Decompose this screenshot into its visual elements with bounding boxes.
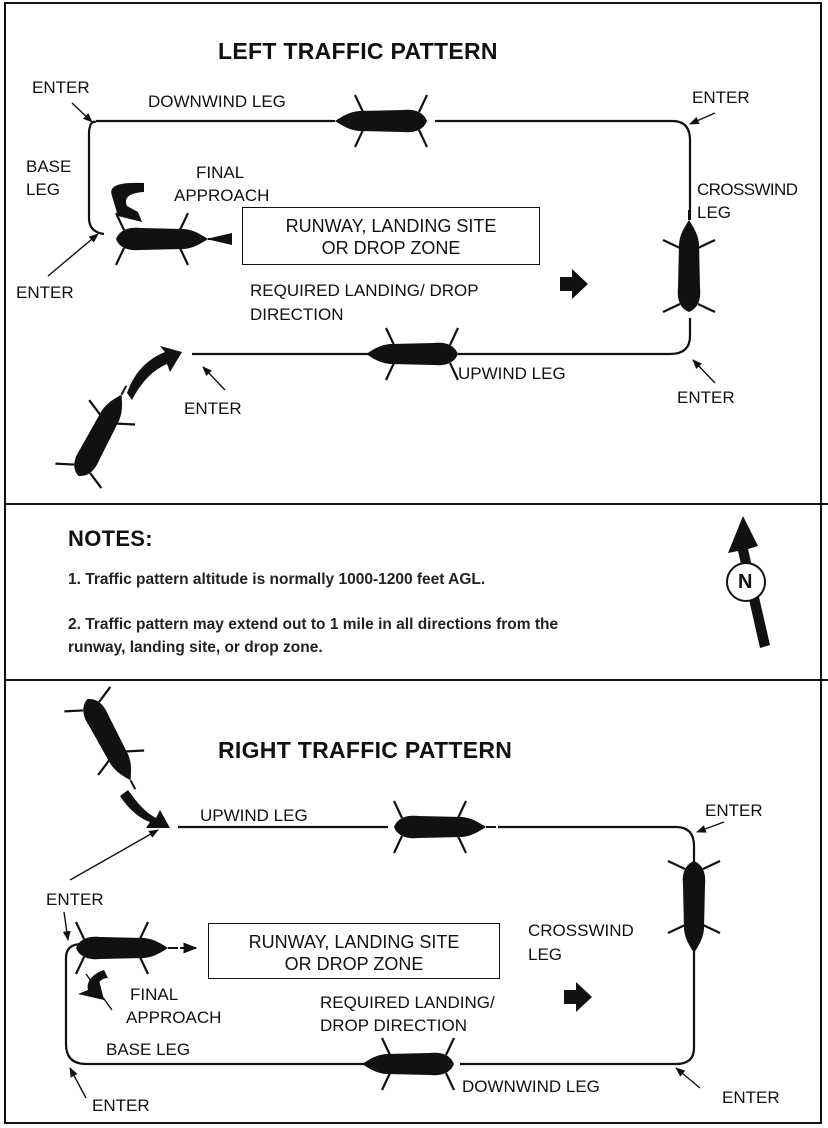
downwind-leg-label: DOWNWIND LEG (462, 1077, 600, 1096)
final-approach-arrow (111, 182, 144, 222)
final-approach-arrow-right (78, 970, 108, 1000)
plane-final (114, 211, 220, 267)
enter-label: ENTER (677, 388, 735, 407)
base-leg-label: BASE (26, 157, 72, 176)
note-2: 2. Traffic pattern may extend out to 1 m… (68, 616, 559, 633)
landing-direction-arrow-left (560, 269, 588, 299)
enter-label: ENTER (184, 399, 242, 418)
plane-crosswind-right (666, 859, 722, 965)
enter-label: ENTER (705, 801, 763, 820)
right-pattern-title: RIGHT TRAFFIC PATTERN (218, 737, 513, 763)
crosswind-leg-label: CROSSWIND (528, 921, 634, 940)
runway-box: RUNWAY, LANDING SITE OR DROP ZONE (242, 207, 540, 265)
enter-label: ENTER (16, 283, 74, 302)
plane-crosswind (661, 208, 717, 314)
diagram-frame (4, 2, 822, 1124)
enter-label: ENTER (46, 890, 104, 909)
crosswind-leg-label: LEG (697, 203, 732, 222)
plane-upwind-right (392, 799, 498, 855)
runway-label: RUNWAY, LANDING SITE (285, 216, 497, 236)
landing-direction-label: DIRECTION (250, 305, 344, 324)
note-2-continued: runway, landing site, or drop zone. (68, 639, 323, 656)
base-leg-label: LEG (26, 180, 61, 199)
runway-box: RUNWAY, LANDING SITE OR DROP ZONE (208, 923, 500, 979)
plane-final-right (74, 920, 180, 976)
landing-direction-arrow-right (564, 982, 592, 1012)
final-approach-label: APPROACH (126, 1008, 222, 1027)
note-1: 1. Traffic pattern altitude is normally … (68, 571, 486, 588)
final-approach-label: FINAL (196, 163, 245, 182)
crosswind-leg-label: CROSSWIND (697, 180, 798, 199)
runway-label: RUNWAY, LANDING SITE (248, 932, 460, 952)
plane-downwind-right (350, 1036, 456, 1092)
landing-direction-label: REQUIRED LANDING/ (320, 993, 495, 1012)
left-pattern-circuit (87, 119, 692, 356)
left-pattern-pointers (47, 102, 716, 391)
upwind-leg-label: UPWIND LEG (200, 806, 308, 825)
section-divider-bottom (4, 679, 828, 681)
enter-label: ENTER (692, 88, 750, 107)
notes-heading: NOTES: (68, 526, 153, 551)
enter-label: ENTER (722, 1088, 780, 1107)
final-approach-label: FINAL (130, 985, 179, 1004)
plane-entry-right (63, 685, 160, 803)
downwind-leg-label: DOWNWIND LEG (148, 92, 286, 111)
plane-downwind (323, 93, 429, 149)
plane-upwind (354, 326, 460, 382)
compass-north-label: N (738, 571, 753, 593)
enter-label: ENTER (32, 78, 90, 97)
entry-arrow-left (127, 346, 182, 400)
enter-label: ENTER (92, 1096, 150, 1115)
north-compass (726, 516, 770, 648)
landing-direction-label: DROP DIRECTION (320, 1016, 468, 1035)
left-pattern-title: LEFT TRAFFIC PATTERN (218, 38, 498, 64)
final-approach-label: APPROACH (174, 186, 270, 205)
entry-arrow-right (120, 790, 170, 828)
runway-label: OR DROP ZONE (321, 238, 461, 258)
right-pattern-circuit (64, 825, 696, 1066)
upwind-leg-label: UPWIND LEG (458, 364, 566, 383)
right-pattern-pointers (62, 821, 725, 1099)
section-divider-top (4, 503, 828, 505)
base-leg-label: BASE LEG (106, 1040, 191, 1059)
runway-label: OR DROP ZONE (284, 954, 424, 974)
crosswind-leg-label: LEG (528, 945, 563, 964)
landing-direction-label: REQUIRED LANDING/ DROP (250, 281, 479, 300)
